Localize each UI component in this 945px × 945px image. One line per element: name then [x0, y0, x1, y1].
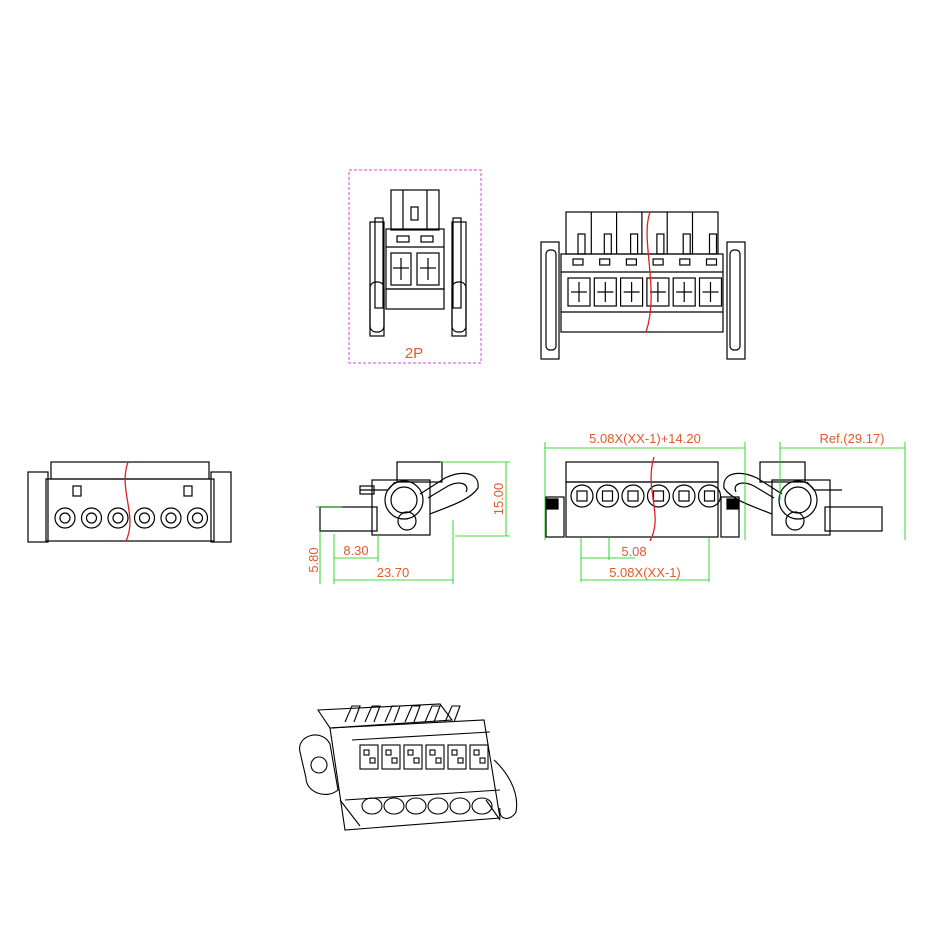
- wire-slot: [652, 258, 664, 266]
- break-line: [124, 461, 131, 542]
- isometric-view: [299, 703, 518, 831]
- entry-hole: [646, 484, 671, 508]
- two-pole-label: 2P: [405, 345, 423, 362]
- contact-cell: [619, 277, 644, 307]
- dimension-texts: 5.08X(XX-1)+14.20 5.08 5.08X(XX-1) Ref.(…: [306, 431, 885, 580]
- view-frame: [348, 169, 482, 364]
- pin-hole: [133, 507, 156, 529]
- front-view-multipole: [540, 211, 746, 360]
- iso-cell: [381, 744, 401, 770]
- wire-slot: [705, 258, 718, 266]
- entry-hole: [697, 484, 722, 508]
- bottom-view-left: [27, 461, 232, 543]
- side-view-right: [723, 461, 883, 536]
- wire-slot: [572, 258, 584, 266]
- break-line: [645, 211, 652, 333]
- iso-cell: [425, 744, 445, 770]
- dim-pin-height: 5.80: [306, 547, 321, 572]
- iso-cell: [403, 744, 423, 770]
- dimension-lines: [316, 442, 906, 584]
- iso-hole: [449, 797, 471, 815]
- entry-hole: [570, 484, 594, 508]
- contact-cell: [567, 277, 591, 307]
- top-view-multipole: [545, 456, 740, 542]
- pin-hole: [54, 507, 76, 529]
- pin-hole: [160, 507, 182, 529]
- entry-hole: [672, 484, 696, 508]
- dim-reference-length: Ref.(29.17): [819, 431, 884, 446]
- wire-slot: [599, 258, 611, 266]
- iso-hole: [405, 797, 427, 815]
- dim-total-length: 5.08X(XX-1)+14.20: [589, 431, 701, 446]
- iso-cell: [447, 744, 467, 770]
- side-view-left: [319, 461, 479, 536]
- contact-cell: [698, 277, 723, 307]
- contact-cell: [672, 277, 696, 307]
- dim-height: 15.00: [491, 483, 506, 516]
- contact-cell: [646, 277, 670, 307]
- dim-front-offset: 8.30: [343, 543, 368, 558]
- iso-hole: [383, 797, 405, 815]
- entry-hole: [621, 484, 645, 508]
- dim-pitch: 5.08: [621, 544, 646, 559]
- iso-hole: [361, 797, 383, 815]
- wire-slot: [679, 258, 691, 266]
- pin-hole: [186, 507, 209, 529]
- front-view-2p: 2P: [348, 169, 482, 364]
- iso-cell: [359, 744, 379, 770]
- iso-hole: [471, 797, 493, 815]
- dim-width: 23.70: [377, 565, 410, 580]
- entry-hole: [595, 484, 620, 508]
- iso-hole: [427, 797, 449, 815]
- iso-cell: [469, 744, 489, 770]
- break-line: [649, 456, 656, 542]
- wire-slot: [625, 258, 638, 266]
- pin-hole: [80, 507, 103, 529]
- contact-cell: [593, 277, 617, 307]
- pin-hole: [107, 507, 129, 529]
- dim-pitch-span: 5.08X(XX-1): [609, 565, 681, 580]
